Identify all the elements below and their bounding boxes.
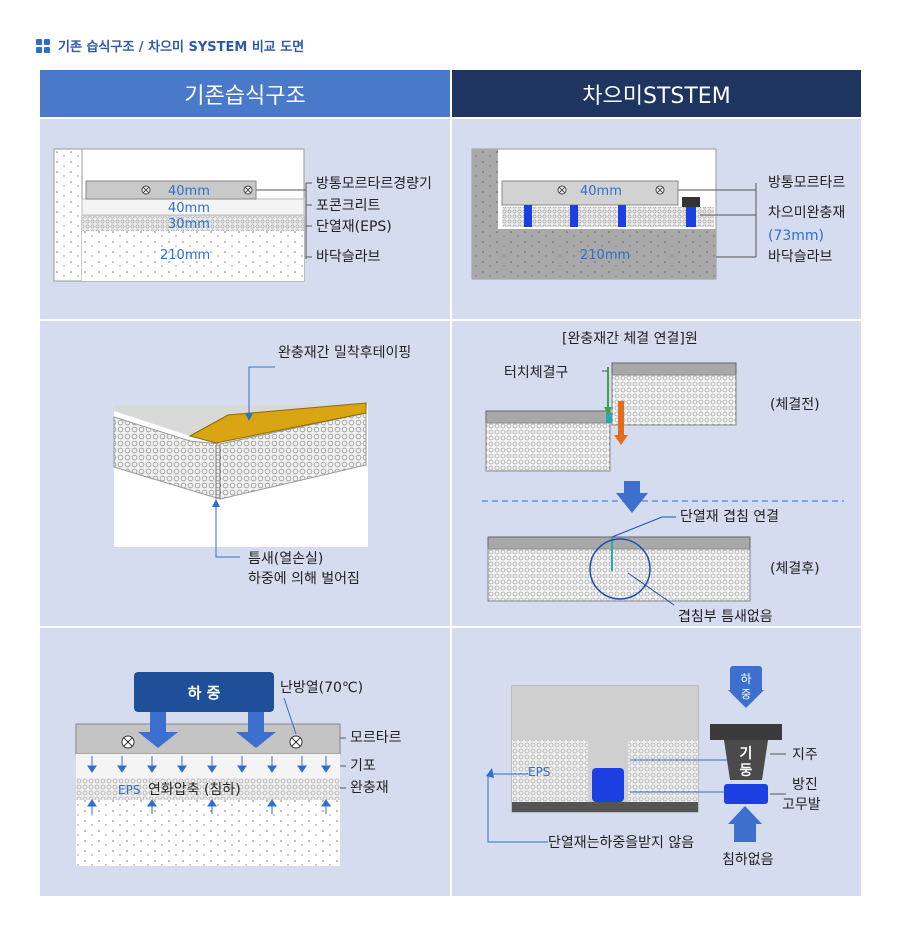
comparison-grid: 기존습식구조 차으미STSTEM 40mm 40mm 30 [40,70,861,896]
dim-210mm: 210mm [160,248,210,263]
label-sys-cushion: 차으미완충재 [768,205,845,221]
load-box-label: 하 중 [188,684,221,702]
label-insulation: 단열재(EPS) [316,219,392,235]
label-gap-1: 틈새(열손실) [248,551,323,567]
label-foam-3: 기포 [350,758,376,774]
load-char-2: 중 [741,688,751,701]
joining-title: [완충재간 체결 연결]원 [562,331,698,347]
header-conventional: 기존습식구조 [40,70,450,117]
load-char-1: 하 [740,672,751,686]
label-taping: 완충재간 밀착후테이핑 [278,345,411,361]
pillar-char-1: 기 [740,746,753,762]
pillar-char-2: 둥 [740,763,753,779]
cell-system-load: EPS 단열재는하중을받지 않음 하 중 기 둥 지주 방진 고무발 침하없음 [452,628,861,896]
label-nogap: 겹침부 틈새없음 [678,609,773,625]
bullet-icon [36,38,50,53]
cell-conventional-section: 40mm 40mm 30mm 210mm 방통모르타르경량기 포콘크리트 단열재… [40,119,450,319]
label-touch: 터치체결구 [504,365,569,381]
load-diagram: 하 중 난방열(70℃) [75,672,402,866]
label-sys-73mm: (73mm) [768,228,824,244]
label-mortar: 방통모르타르경량기 [316,176,432,192]
label-slab: 바닥슬라브 [316,249,381,265]
cell-system-joining: [완충재간 체결 연결]원 터치체결구 (체결전) 단열재 겹침 연결 (체결후… [452,321,861,626]
label-support: 지주 [792,747,818,763]
label-heating: 난방열(70℃) [280,680,363,696]
cell-conventional-taping: 완충재간 밀착후테이핑 틈새(열손실) 하중에 의해 벌어짐 [40,321,450,626]
label-rubber-1: 방진 [792,777,818,793]
conventional-section-diagram: 40mm 40mm 30mm 210mm 방통모르타르경량기 포콘크리트 단열재… [53,148,432,282]
label-before: (체결전) [770,397,820,413]
label-compress: 연화압축 (침하) [148,782,241,798]
dim-sys-40mm: 40mm [580,184,622,199]
taping-diagram: 완충재간 밀착후테이핑 틈새(열손실) 하중에 의해 벌어짐 [113,345,411,587]
label-after: (체결후) [770,561,820,577]
label-gap-2: 하중에 의해 벌어짐 [248,571,360,587]
dim-30mm: 30mm [168,217,210,232]
page-title-text: 기존 습식구조 / 차으미 SYSTEM 비교 도면 [58,40,305,55]
label-no-sink: 침하없음 [722,852,774,868]
cell-system-section: 40mm 210mm 방통모르타르 차으미완충재 (73mm) 바닥슬라브 [452,119,861,319]
label-cushion-3: 완충재 [350,780,389,796]
dim-sys-210mm: 210mm [580,248,630,263]
page-title: 기존 습식구조 / 차으미 SYSTEM 비교 도면 [36,36,304,55]
label-no-load: 단열재는하중을받지 않음 [548,835,694,851]
joining-diagram: [완충재간 체결 연결]원 터치체결구 (체결전) 단열재 겹침 연결 (체결후… [482,331,844,625]
label-foam-concrete: 포콘크리트 [316,198,381,214]
label-mortar-3: 모르타르 [350,730,402,746]
label-eps-right: EPS [528,765,550,779]
label-sys-mortar: 방통모르타르 [768,175,845,191]
system-section-diagram: 40mm 210mm 방통모르타르 차으미완충재 (73mm) 바닥슬라브 [471,148,845,280]
header-system: 차으미STSTEM [452,70,861,117]
dim-40mm-a: 40mm [168,184,210,199]
system-load-diagram: EPS 단열재는하중을받지 않음 하 중 기 둥 지주 방진 고무발 침하없음 [486,666,821,868]
label-rubber-2: 고무발 [782,797,821,813]
label-overlap: 단열재 겹침 연결 [680,509,779,525]
dim-40mm-b: 40mm [168,201,210,216]
label-eps-left: EPS [118,783,140,797]
cell-conventional-load: 하 중 난방열(70℃) [40,628,450,896]
label-sys-slab: 바닥슬라브 [768,249,833,265]
